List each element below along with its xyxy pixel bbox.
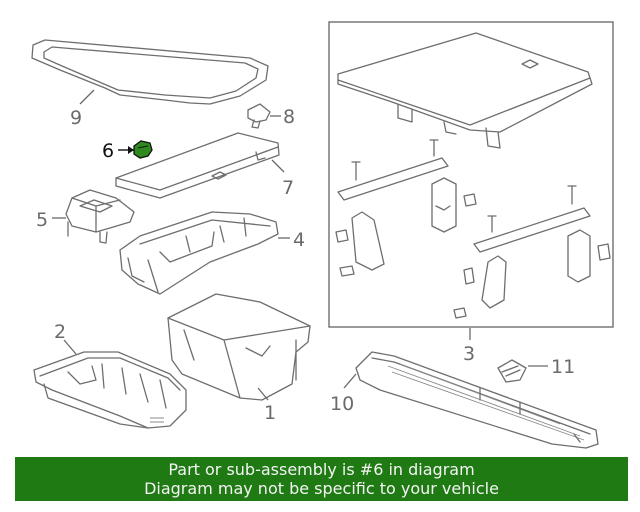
part-10-sill-plate — [355, 351, 599, 449]
part-11-clip — [497, 359, 527, 383]
leader-10 — [343, 373, 357, 389]
leader-9 — [79, 89, 95, 105]
part-1-deep-bin — [167, 293, 311, 401]
leader-2 — [63, 339, 77, 355]
label-part-3: 3 — [463, 343, 475, 365]
leader-6-arrowhead — [128, 146, 134, 154]
banner-line-2: Diagram may not be specific to your vehi… — [144, 479, 499, 498]
label-part-8: 8 — [283, 106, 295, 128]
part-3-load-floor-assembly — [335, 32, 611, 319]
leader-7 — [271, 159, 285, 173]
label-part-1: 1 — [264, 402, 276, 424]
label-part-9: 9 — [70, 107, 82, 129]
label-part-5: 5 — [36, 209, 48, 231]
banner-line-1: Part or sub-assembly is #6 in diagram — [168, 460, 475, 479]
label-part-7: 7 — [282, 177, 294, 199]
label-part-10: 10 — [330, 393, 354, 415]
part-7-cover-panel — [115, 132, 280, 199]
part-9-floor-mat — [31, 39, 269, 105]
part-8-clip — [247, 103, 271, 129]
leader-1 — [257, 387, 269, 401]
part-4-storage-tray — [119, 211, 279, 295]
label-part-11: 11 — [551, 356, 575, 378]
part-5-bracket — [65, 189, 135, 244]
label-part-6: 6 — [102, 140, 114, 162]
part-6-fastener — [133, 140, 153, 159]
info-banner: Part or sub-assembly is #6 in diagram Di… — [15, 457, 628, 501]
assembly-3-frame — [328, 21, 614, 328]
label-part-2: 2 — [54, 321, 66, 343]
label-part-4: 4 — [293, 229, 305, 251]
part-2-storage-bin — [33, 351, 187, 429]
